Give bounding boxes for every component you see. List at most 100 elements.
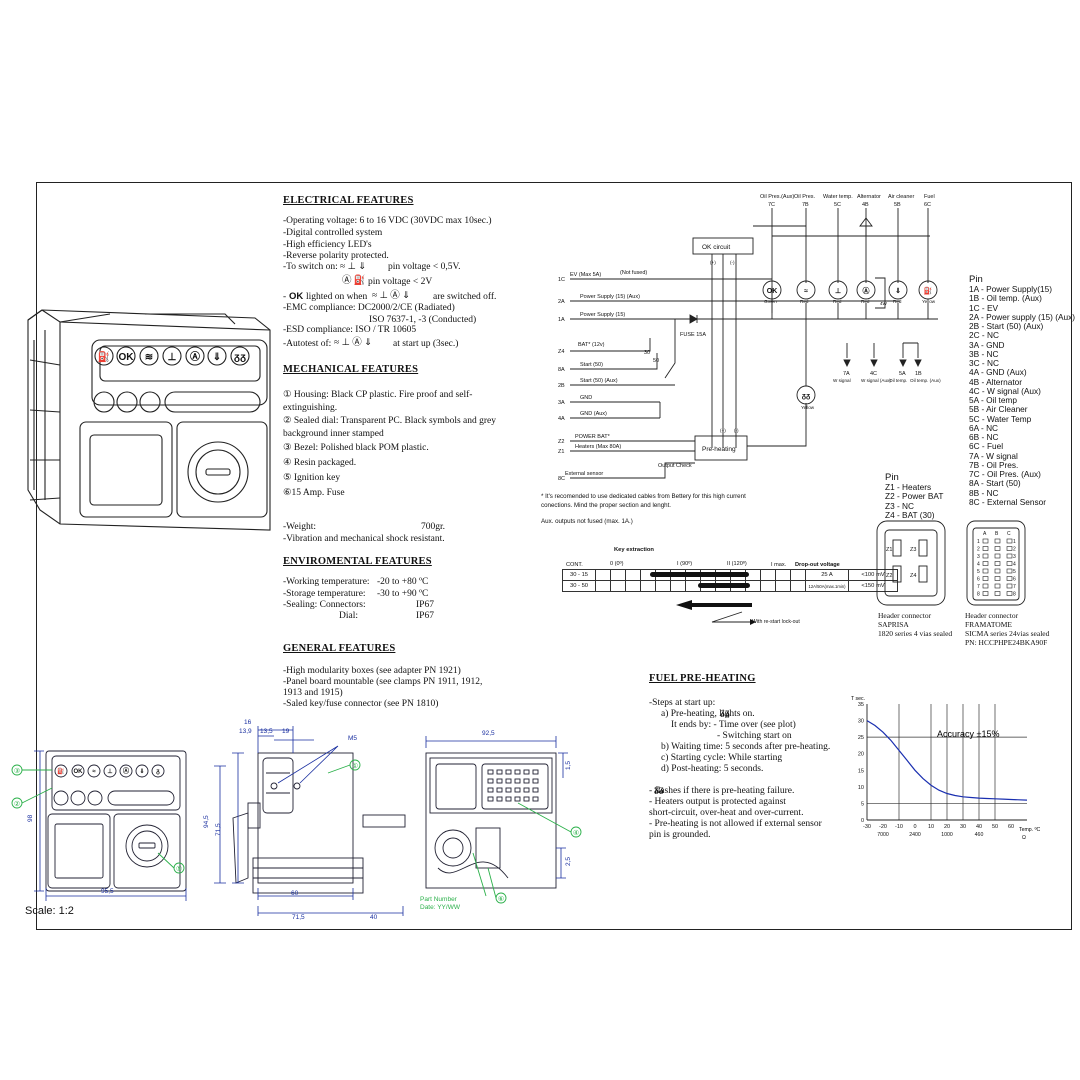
- top-label: Alternator: [857, 194, 881, 200]
- connector-pin: [994, 583, 1001, 589]
- plus-label: (+): [710, 260, 716, 265]
- schematic-note: * It's recomended to use dedicated cable…: [541, 493, 746, 509]
- grid-col-label: C: [1007, 531, 1011, 537]
- air-fuel-symbols-icon: Ⓐ ⛽: [342, 276, 366, 286]
- scale-label: Scale: 1:2: [25, 905, 74, 917]
- electrical-line: pin voltage < 0,5V.: [388, 262, 461, 272]
- svg-text:⛽: ⛽: [57, 767, 65, 775]
- dim-label: M5: [348, 735, 357, 742]
- rear-connector-pin: [532, 778, 539, 784]
- x2-tick-label: 460: [975, 832, 984, 838]
- top-label: Fuel: [924, 194, 935, 200]
- preheating-title: FUEL PRE-HEATING: [649, 673, 756, 684]
- y-tick-label: 30: [858, 719, 864, 725]
- left-pin: 1A: [558, 317, 565, 323]
- top-pin: 4B: [862, 202, 869, 208]
- preheat-line: - Heaters output is protected against: [649, 797, 786, 807]
- left-pin: Z1: [558, 449, 564, 455]
- connector-pin: [994, 546, 1001, 551]
- grid-row-label: 4: [977, 562, 980, 568]
- top-label: Air cleaner: [888, 194, 914, 200]
- x-tick-label: 0: [913, 824, 916, 830]
- connector-pin: [982, 546, 989, 551]
- lamp-color: Red: [800, 299, 809, 304]
- x-tick-label: 50: [992, 824, 998, 830]
- mechanical-title: MECHANICAL FEATURES: [283, 364, 419, 375]
- environmental-title: ENVIROMENTAL FEATURES: [283, 556, 432, 567]
- key-header-drop: Drop-out voltage: [795, 562, 840, 568]
- z-label: Z1: [886, 547, 892, 553]
- lower-pin: 4C: [870, 371, 877, 377]
- left-label: POWER BAT*: [575, 434, 611, 440]
- isometric-view: ⛽OK≋ ⊥Ⓐ⇓ᵹᵹ: [27, 309, 271, 531]
- list-item: Z1 - Heaters: [885, 482, 932, 492]
- connector-pin: [994, 591, 1001, 596]
- env-label: Dial:: [339, 611, 358, 621]
- svg-text:⊥: ⊥: [168, 352, 177, 363]
- general-line: -Saled key/fuse connector (see PN 1810): [283, 699, 439, 709]
- list-item: 1A - Power Supply(15): [969, 284, 1053, 294]
- electrical-line: are switched off.: [433, 292, 497, 302]
- y-tick-label: 0: [861, 818, 864, 824]
- dim-label: 16: [244, 719, 252, 726]
- table-row: 30 - 50 12A/50A(max.1min) <150 mV: [562, 580, 898, 592]
- glow-plug-icon: ᵹᵹ: [654, 785, 664, 795]
- list-item: Z2 - Power BAT: [885, 491, 944, 502]
- preheat-lamp-color: Yellow: [801, 405, 815, 410]
- key-table-title: Key extraction: [614, 547, 654, 553]
- svg-text:≈: ≈: [92, 769, 96, 775]
- lamp-color: Red: [833, 299, 842, 304]
- rear-connector-pin: [496, 787, 503, 793]
- rear-connector-pin: [532, 769, 539, 775]
- top-pin: 7B: [802, 202, 809, 208]
- y-tick-label: 25: [858, 735, 864, 741]
- minus-label: (-): [730, 260, 735, 265]
- weight-value: 700gr.: [421, 522, 446, 532]
- rear-connector-pin: [505, 796, 512, 802]
- svg-text:≈: ≈: [804, 288, 808, 295]
- saprisa-caption: Header connector SAPRISA 1820 series 4 v…: [878, 611, 953, 638]
- electrical-line: -: [283, 292, 287, 302]
- rear-connector-pin: [496, 769, 503, 775]
- grid-row-label: 7: [1013, 584, 1016, 590]
- drop-cell: <150 mV: [848, 580, 898, 592]
- lower-label: Oil temp.: [889, 378, 907, 383]
- svg-text:⇓: ⇓: [213, 352, 221, 363]
- dim-label: 19: [282, 728, 290, 735]
- list-item: 3A - GND: [969, 339, 1005, 350]
- left-label: GND: [580, 395, 592, 401]
- switch-on-symbols-icon: ≈ ⊥ ⇓: [340, 262, 367, 272]
- y-axis-label: T sec.: [851, 696, 865, 702]
- warning-symbols-icon: ≈ ⊥ Ⓐ ⇓: [372, 291, 411, 301]
- list-item: Z3 - NC: [885, 500, 915, 511]
- grid-row-label: 7: [977, 584, 980, 590]
- connector-pin: [982, 553, 989, 559]
- connector-pin: [994, 538, 1001, 544]
- ok-symbol: OK: [289, 291, 304, 302]
- list-item: 6B - NC: [969, 432, 999, 442]
- preheat-line: -Steps at start up:: [649, 698, 716, 708]
- lower-pin: 5A: [899, 371, 906, 377]
- list-item: 7A - W signal: [969, 450, 1018, 461]
- rear-connector-pin: [514, 778, 521, 784]
- list-item: 1B - Oil temp. (Aux): [969, 293, 1042, 304]
- list-item: 2B - Start (50) (Aux): [969, 321, 1044, 331]
- electrical-line: lighted on when: [306, 292, 368, 302]
- y-tick-label: 5: [861, 801, 864, 807]
- pin-list: 1A - Power Supply(15) 1B - Oil temp. (Au…: [969, 284, 1075, 507]
- grid-row-label: 5: [1013, 569, 1016, 575]
- lower-label: W signal: [833, 378, 851, 383]
- pin-z-title: Pin: [885, 472, 899, 483]
- contact-bar: [650, 572, 749, 577]
- vibration-text: -Vibration and mechanical shock resistan…: [283, 534, 445, 544]
- autotest-symbols-icon: ≈ ⊥ Ⓐ ⇓: [334, 338, 373, 348]
- svg-text:OK: OK: [119, 352, 135, 363]
- grid-row-label: 6: [977, 577, 980, 583]
- electrical-line: -Digital controlled system: [283, 228, 383, 238]
- imax-cell: 12A/50A(max.1min): [805, 580, 849, 592]
- lower-label: W signal (Aux): [861, 378, 891, 383]
- svg-text:⇓: ⇓: [139, 768, 144, 775]
- x-tick-label: 60: [1008, 824, 1014, 830]
- plus-label: (+): [720, 428, 726, 433]
- svg-text:ᵹᵹ: ᵹᵹ: [234, 352, 246, 363]
